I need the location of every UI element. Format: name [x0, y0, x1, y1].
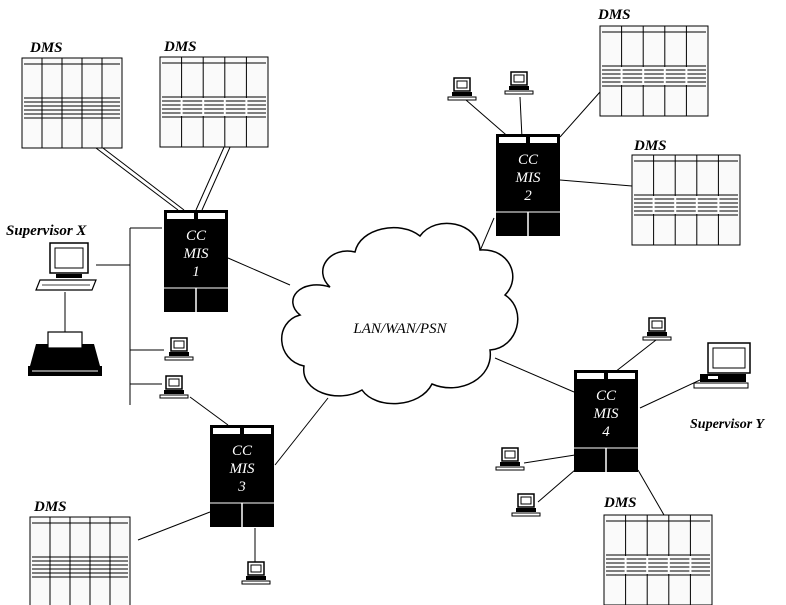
ccmis-1-line1: CC	[186, 228, 207, 244]
ccmis-4-line3: 4	[602, 424, 610, 440]
dms-rack	[603, 514, 713, 605]
dms-label: DMS	[603, 495, 637, 511]
ccmis-1-line2: MIS	[183, 246, 209, 262]
supervisor-x-workstation-icon	[35, 242, 97, 291]
terminal-icon	[241, 561, 271, 585]
terminal-icon	[159, 375, 189, 399]
dms-rack	[599, 25, 709, 117]
terminal-icon	[504, 71, 534, 95]
dms-label: DMS	[29, 40, 63, 56]
dms-label: DMS	[633, 138, 667, 154]
dms-rack	[21, 57, 123, 149]
dms-label: DMS	[33, 499, 67, 515]
ccmis-1: CC MIS 1	[163, 209, 229, 313]
dms-label: DMS	[163, 39, 197, 55]
terminal-icon	[447, 77, 477, 101]
dms-rack	[631, 154, 741, 246]
terminal-icon	[511, 493, 541, 517]
supervisor-x-label: Supervisor X	[6, 223, 87, 239]
ccmis-4-line2: MIS	[593, 406, 619, 422]
terminal-icon	[495, 447, 525, 471]
ccmis-2-line2: MIS	[515, 170, 541, 186]
connections	[64, 91, 701, 562]
dms-rack	[159, 56, 269, 148]
network-cloud: LAN/WAN/PSN	[281, 222, 519, 405]
printer-icon	[28, 331, 102, 376]
ccmis-2-line3: 2	[524, 188, 532, 204]
dms-label: DMS	[597, 7, 631, 23]
ccmis-2-line1: CC	[518, 152, 539, 168]
terminal-icon	[642, 317, 672, 341]
ccmis-4: CC MIS 4	[573, 369, 639, 473]
ccmis-3-line1: CC	[232, 443, 253, 459]
supervisor-y-label: Supervisor Y	[690, 417, 765, 432]
terminal-icon	[164, 337, 194, 361]
supervisor-y-workstation-icon	[693, 342, 751, 389]
ccmis-3: CC MIS 3	[209, 424, 275, 528]
ccmis-3-line2: MIS	[229, 461, 255, 477]
ccmis-4-line1: CC	[596, 388, 617, 404]
ccmis-2: CC MIS 2	[495, 133, 561, 237]
ccmis-3-line3: 3	[237, 479, 246, 495]
dms-rack	[29, 516, 131, 605]
network-label: LAN/WAN/PSN	[352, 321, 447, 337]
ccmis-1-line3: 1	[192, 264, 200, 280]
